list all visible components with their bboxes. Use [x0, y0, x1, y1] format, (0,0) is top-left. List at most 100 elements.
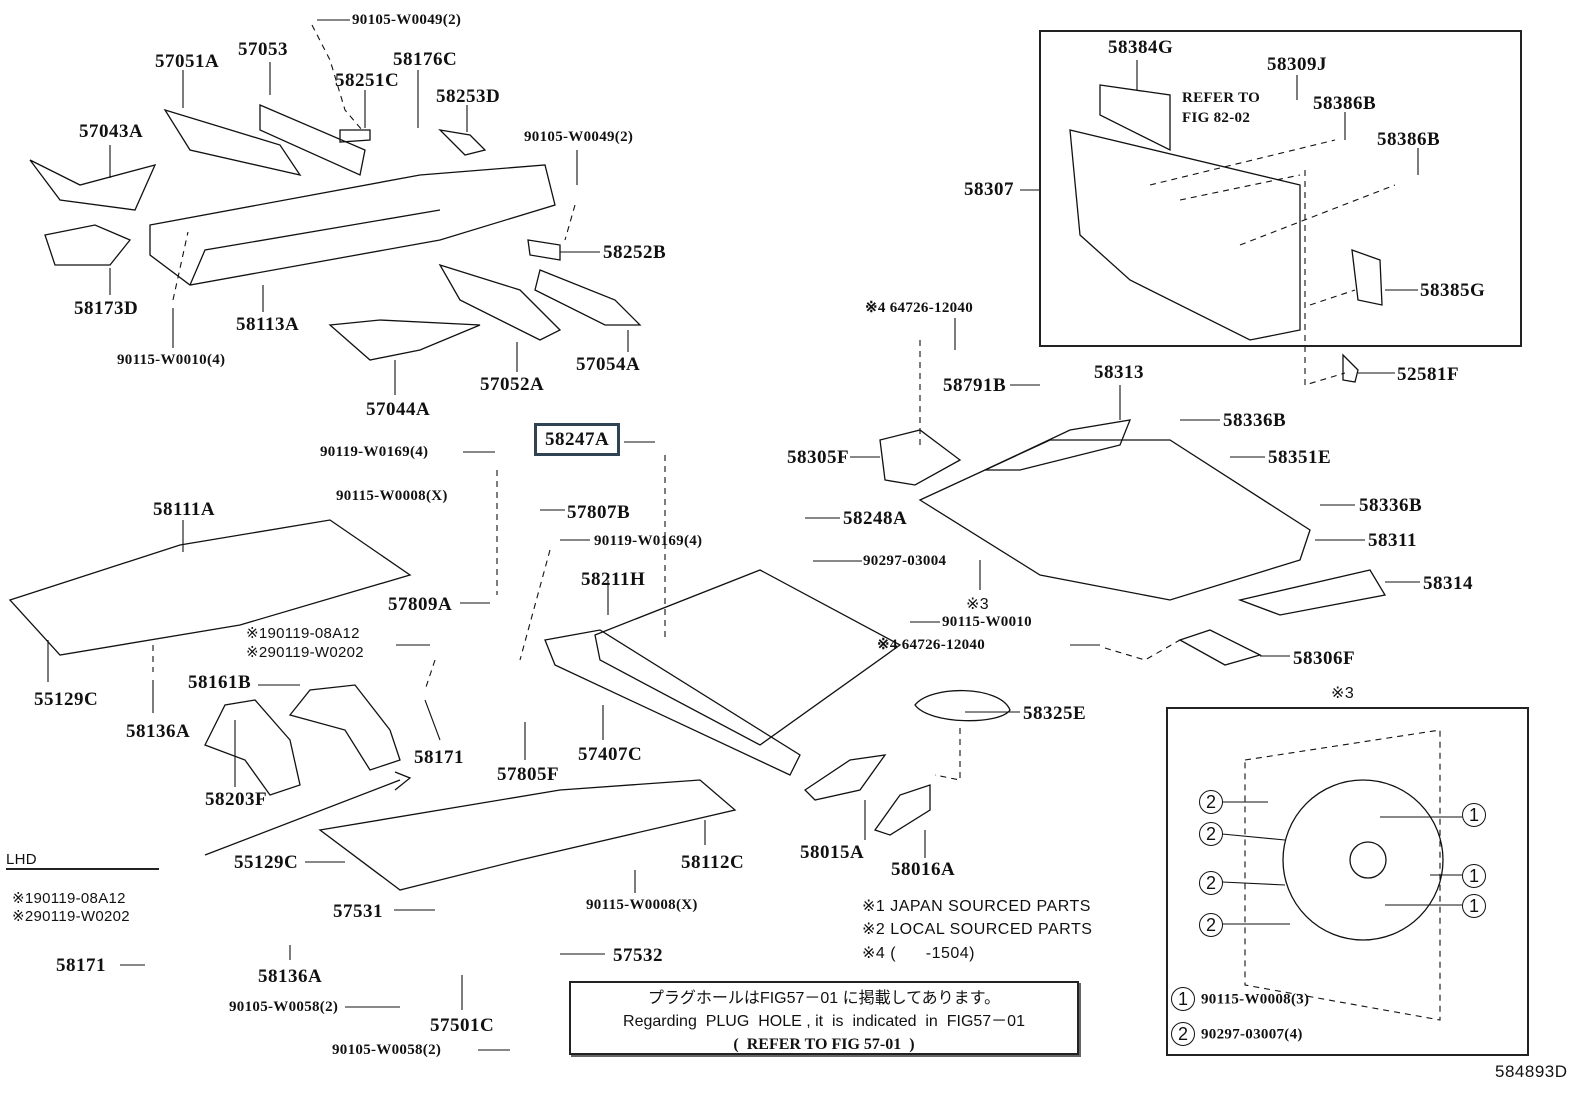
part-label-90105-w0058-b[interactable]: 90105-W0058(2) [332, 1042, 442, 1058]
plug-hole-note: プラグホールはFIG57－01 に掲載してあります。 Regarding PLU… [569, 981, 1079, 1055]
part-label-52581f[interactable]: 52581F [1397, 364, 1460, 385]
part-label-58247a-highlighted[interactable]: 58247A [534, 423, 621, 456]
legend-part-90297-03007[interactable]: 90297-03007(4) [1201, 1026, 1303, 1043]
part-label-57531[interactable]: 57531 [333, 901, 383, 922]
part-label-64726-12040-b[interactable]: ※4 64726-12040 [877, 637, 986, 653]
part-label-58311[interactable]: 58311 [1368, 530, 1417, 551]
part-label-58015a[interactable]: 58015A [800, 842, 865, 863]
callout-1: 1 [1462, 803, 1486, 827]
part-label-58173d[interactable]: 58173D [74, 298, 139, 319]
part-label-58386b-a[interactable]: 58386B [1313, 93, 1377, 114]
part-label-58385g[interactable]: 58385G [1420, 280, 1486, 301]
part-label-58351e[interactable]: 58351E [1268, 447, 1332, 468]
refer-to-line-1: REFER TO [1182, 90, 1261, 106]
part-label-58113a[interactable]: 58113A [236, 314, 300, 335]
callout-1: 1 [1462, 864, 1486, 888]
part-label-57809a[interactable]: 57809A [388, 594, 453, 615]
part-label-90115-w0008-x-a[interactable]: 90115-W0008(X) [336, 488, 448, 504]
part-label-57807b[interactable]: 57807B [567, 502, 631, 523]
part-label-58252b[interactable]: 58252B [603, 242, 667, 263]
inset-legend-item-1[interactable]: 1 90115-W0008(3) [1171, 987, 1309, 1011]
part-label-58791b[interactable]: 58791B [943, 375, 1007, 396]
part-label-90105-w0049-right[interactable]: 90105-W0049(2) [524, 129, 634, 145]
part-label-57407c[interactable]: 57407C [578, 744, 643, 765]
part-label-58016a[interactable]: 58016A [891, 859, 956, 880]
part-label-58251c[interactable]: 58251C [335, 70, 400, 91]
part-label-190119-08a12[interactable]: ※190119-08A12 [246, 625, 360, 642]
part-label-58161b[interactable]: 58161B [188, 672, 252, 693]
part-58314-shape [1237, 569, 1387, 616]
note-japan-sourced: ※1 JAPAN SOURCED PARTS [862, 898, 1091, 915]
part-57051a-shape [163, 108, 302, 176]
legend-callout-1: 1 [1171, 987, 1195, 1011]
part-label-57501c[interactable]: 57501C [430, 1015, 495, 1036]
direction-arrow [204, 771, 412, 856]
refer-to-line-2[interactable]: FIG 82-02 [1182, 110, 1251, 126]
part-label-90297-03004[interactable]: 90297-03004 [863, 553, 947, 569]
part-label-58136a-a[interactable]: 58136A [126, 721, 191, 742]
part-57043a-shape [29, 159, 157, 211]
part-label-90115-w0010-4[interactable]: 90115-W0010(4) [117, 352, 226, 368]
inset-3-box [1166, 707, 1529, 1056]
part-label-58111a[interactable]: 58111A [153, 499, 216, 520]
legend-part-90115-w0008[interactable]: 90115-W0008(3) [1201, 991, 1310, 1008]
part-label-57053[interactable]: 57053 [238, 39, 288, 60]
part-58015a-shape [803, 754, 887, 801]
part-58016a-shape [873, 784, 931, 836]
part-label-58171-b[interactable]: 58171 [56, 955, 106, 976]
part-label-57051a[interactable]: 57051A [155, 51, 220, 72]
ref-note-3: ※3 [966, 596, 989, 613]
part-57053-shape [259, 104, 366, 176]
part-label-58336b-b[interactable]: 58336B [1359, 495, 1423, 516]
part-label-58325e[interactable]: 58325E [1023, 703, 1087, 724]
part-label-58253d[interactable]: 58253D [436, 86, 501, 107]
part-label-58313[interactable]: 58313 [1094, 362, 1144, 383]
part-label-58306f[interactable]: 58306F [1293, 648, 1356, 669]
part-label-58305f[interactable]: 58305F [787, 447, 850, 468]
note-local-sourced: ※2 LOCAL SOURCED PARTS [862, 921, 1093, 938]
part-label-58386b-b[interactable]: 58386B [1377, 129, 1441, 150]
part-label-90115-w0008-x-b[interactable]: 90115-W0008(X) [586, 897, 698, 913]
part-label-58309j[interactable]: 58309J [1267, 54, 1327, 75]
lhd-part-label-190119-08a12[interactable]: ※190119-08A12 [12, 890, 126, 907]
part-label-58314[interactable]: 58314 [1423, 573, 1473, 594]
part-label-58248a[interactable]: 58248A [843, 508, 908, 529]
part-58111a-shape [8, 519, 412, 656]
part-label-55129c-b[interactable]: 55129C [234, 852, 299, 873]
part-label-90105-w0049-top[interactable]: 90105-W0049(2) [352, 12, 462, 28]
lhd-part-label-290119-w0202[interactable]: ※290119-W0202 [12, 908, 130, 925]
part-label-58384g[interactable]: 58384G [1108, 37, 1174, 58]
part-label-90119-w0169-b[interactable]: 90119-W0169(4) [594, 533, 703, 549]
part-label-90119-w0169-a[interactable]: 90119-W0169(4) [320, 444, 429, 460]
part-label-58136a-b[interactable]: 58136A [258, 966, 323, 987]
part-label-58203f[interactable]: 58203F [205, 789, 268, 810]
part-label-57043a[interactable]: 57043A [79, 121, 144, 142]
part-label-58171-a[interactable]: 58171 [414, 747, 464, 768]
callout-2: 2 [1199, 913, 1223, 937]
plug-hole-refer-link[interactable]: ( REFER TO FIG 57-01 ) [733, 1036, 915, 1053]
part-label-58211h[interactable]: 58211H [581, 569, 646, 590]
part-label-58336b-a[interactable]: 58336B [1223, 410, 1287, 431]
part-label-57805f[interactable]: 57805F [497, 764, 560, 785]
part-label-64726-12040-a[interactable]: ※4 64726-12040 [865, 300, 974, 316]
part-label-58307[interactable]: 58307 [964, 179, 1014, 200]
part-label-58176c[interactable]: 58176C [393, 49, 458, 70]
part-label-57054a[interactable]: 57054A [576, 354, 641, 375]
callout-2: 2 [1199, 871, 1223, 895]
spare-tire-well-shape [1282, 779, 1444, 941]
part-label-90115-w0010[interactable]: 90115-W0010 [942, 614, 1032, 630]
part-57407c-shape [544, 629, 801, 776]
callout-2: 2 [1199, 790, 1223, 814]
part-label-57052a[interactable]: 57052A [480, 374, 545, 395]
part-label-290119-w0202[interactable]: ※290119-W0202 [246, 644, 364, 661]
part-label-55129c-a[interactable]: 55129C [34, 689, 99, 710]
part-label-57044a[interactable]: 57044A [366, 399, 431, 420]
inset-floor-outline [1244, 729, 1441, 1021]
lhd-bracket [6, 868, 159, 870]
part-label-58112c[interactable]: 58112C [681, 852, 745, 873]
part-label-57532[interactable]: 57532 [613, 945, 663, 966]
part-label-90105-w0058-a[interactable]: 90105-W0058(2) [229, 999, 339, 1015]
